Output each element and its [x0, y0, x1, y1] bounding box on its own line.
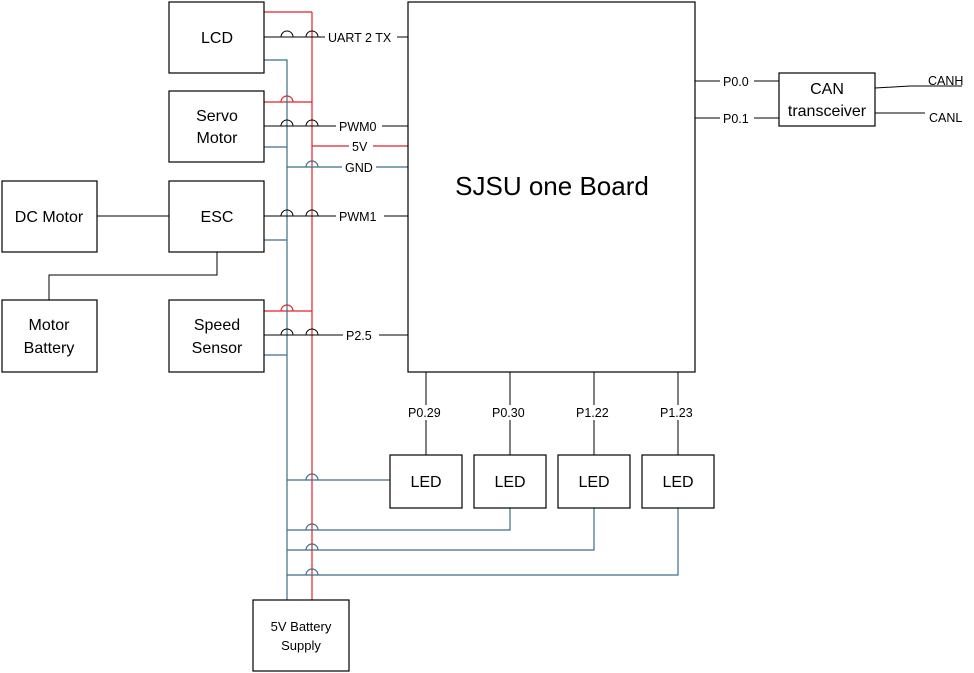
ground-rail: [264, 59, 679, 600]
pwm0-label: PWM0: [339, 120, 377, 134]
lcd-box: [168, 1, 265, 74]
battery-supply-label-line2: Supply: [281, 638, 321, 653]
led-label-2: LED: [494, 474, 525, 491]
servo-motor-box: [168, 90, 265, 163]
battery-supply-box: [252, 599, 350, 672]
pwm1-label: PWM1: [339, 210, 377, 224]
p00-label: P0.0: [723, 75, 749, 89]
gnd-label: GND: [345, 161, 373, 175]
wire-crossover-hops: [280, 30, 319, 576]
dc-motor-label: DC Motor: [15, 209, 84, 226]
can-transceiver-label-line2: transceiver: [788, 103, 867, 120]
p01-label: P0.1: [723, 112, 749, 126]
sjsu-board-box: [407, 1, 696, 373]
led-pin-label-1: P0.29: [408, 406, 441, 420]
uart-label: UART 2 TX: [328, 31, 392, 45]
motor-battery-box: [1, 299, 98, 373]
motor-battery-label-line1: Motor: [29, 317, 71, 334]
led-pin-label-2: P0.30: [492, 406, 525, 420]
servo-motor-label-line2: Motor: [197, 130, 239, 147]
motor-battery-label-line2: Battery: [24, 340, 75, 357]
p25-label: P2.5: [346, 329, 372, 343]
speed-sensor-box: [168, 299, 265, 373]
battery-supply-label-line1: 5V Battery: [271, 619, 332, 634]
led-label-4: LED: [662, 474, 693, 491]
led-box-1: [389, 454, 463, 509]
speed-sensor-label-line1: Speed: [194, 317, 240, 334]
led-label-1: LED: [410, 474, 441, 491]
speed-sensor-label-line2: Sensor: [192, 340, 243, 357]
dc-motor-box: [1, 180, 98, 253]
led-label-3: LED: [578, 474, 609, 491]
servo-motor-label-line1: Servo: [196, 108, 238, 125]
canl-label: CANL: [929, 111, 962, 125]
led-pin-label-3: P1.22: [576, 406, 609, 420]
led-box-3: [557, 454, 631, 509]
can-transceiver-label-line1: CAN: [810, 81, 844, 98]
led-box-4: [641, 454, 715, 509]
sjsu-board-label: SJSU one Board: [455, 171, 649, 201]
esc-box: [168, 180, 265, 253]
esc-label: ESC: [201, 209, 234, 226]
canh-label: CANH: [928, 74, 963, 88]
led-pin-label-4: P1.23: [660, 406, 693, 420]
5v-label: 5V: [352, 140, 368, 154]
lcd-label: LCD: [201, 30, 233, 47]
power-rail-5v: [264, 11, 408, 600]
led-box-2: [473, 454, 547, 509]
can-transceiver-box: [778, 72, 876, 127]
